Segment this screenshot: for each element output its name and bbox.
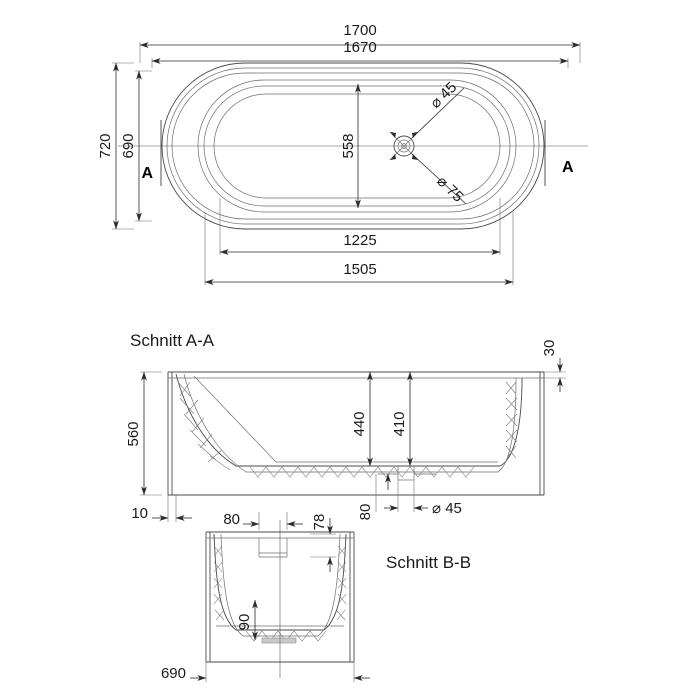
drain-small-leader xyxy=(411,87,465,139)
section-bb-title: Schnitt B-B xyxy=(386,553,471,572)
aa-wall-hatching xyxy=(177,381,518,478)
aa-bowl-surface-line xyxy=(193,375,498,463)
section-bb: Schnitt B-B xyxy=(161,511,471,682)
dim-1505-label: 1505 xyxy=(343,261,376,278)
bb-overflow-notch xyxy=(258,538,288,558)
bb-drain-plate xyxy=(261,637,297,644)
bb-bowl-outer xyxy=(220,533,341,637)
dim-410-label: 410 xyxy=(391,411,408,436)
dim-440-label: 440 xyxy=(351,411,368,436)
dim-1225-label: 1225 xyxy=(343,232,376,249)
drain-small-label: ⌀ 45 xyxy=(427,79,460,112)
drain-symbol xyxy=(389,131,419,161)
dim-bb80-label: 80 xyxy=(223,511,240,528)
aa-left-wall-outer xyxy=(167,372,173,495)
dim-30-label: 30 xyxy=(541,340,558,357)
dim-bb78-label: 78 xyxy=(311,514,328,531)
dim-1670-label: 1670 xyxy=(343,39,376,56)
dim-80v-label: 80 xyxy=(357,504,374,521)
top-view: A A ⌀ 45 ⌀ 75 558 xyxy=(97,22,588,285)
section-marker-left-label: A xyxy=(141,165,153,182)
drain-large-leader xyxy=(411,153,467,205)
section-marker-right-label: A xyxy=(562,159,574,176)
drain-large-label: ⌀ 75 xyxy=(433,173,466,206)
aa-right-wall-outer xyxy=(539,372,545,495)
dim-558-label: 558 xyxy=(340,133,357,158)
section-aa-title: Schnitt A-A xyxy=(130,331,215,350)
dim-10-label: 10 xyxy=(131,505,148,522)
section-aa: Schnitt A-A xyxy=(125,331,566,522)
dim-720-label: 720 xyxy=(97,133,114,158)
aa-bowl-outer-profile xyxy=(183,373,517,473)
dim-1700-label: 1700 xyxy=(343,22,376,39)
dim-690w-label: 690 xyxy=(120,133,137,158)
dim-d45-label: ⌀ 45 xyxy=(432,500,462,517)
aa-bowl-inner-profile xyxy=(175,373,523,467)
dim-bb690-label: 690 xyxy=(161,665,186,682)
dim-560-label: 560 xyxy=(125,421,142,446)
dim-90-label: 90 xyxy=(236,614,253,631)
aa-drain-detail xyxy=(378,466,436,481)
